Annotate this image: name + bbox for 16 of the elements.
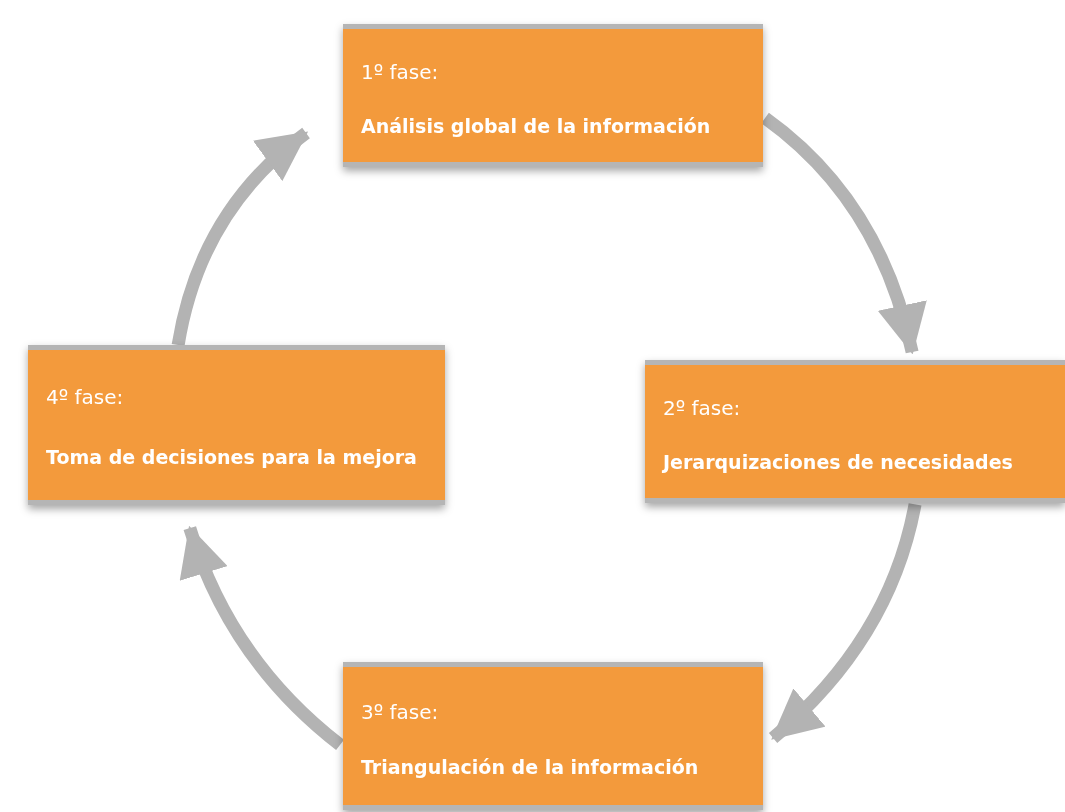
- phase-title: Toma de decisiones para la mejora: [46, 446, 417, 468]
- process-box: [343, 662, 763, 810]
- phase-number: 3º fase:: [361, 699, 439, 724]
- arrow: [181, 525, 345, 750]
- phase-title: Análisis global de la información: [361, 114, 711, 137]
- phase-number: 1º fase:: [361, 60, 439, 85]
- arrow: [171, 127, 310, 347]
- process-box: [343, 24, 763, 167]
- phase-number: 2º fase:: [663, 396, 741, 421]
- phase-title: Jerarquizaciones de necesidades: [663, 450, 1013, 473]
- arrow: [761, 112, 926, 355]
- phase-number: 4º fase:: [46, 385, 124, 410]
- process-box: [28, 345, 445, 505]
- process-box: [645, 360, 1065, 503]
- arrow: [768, 503, 922, 743]
- phase-title: Triangulación de la información: [361, 755, 699, 778]
